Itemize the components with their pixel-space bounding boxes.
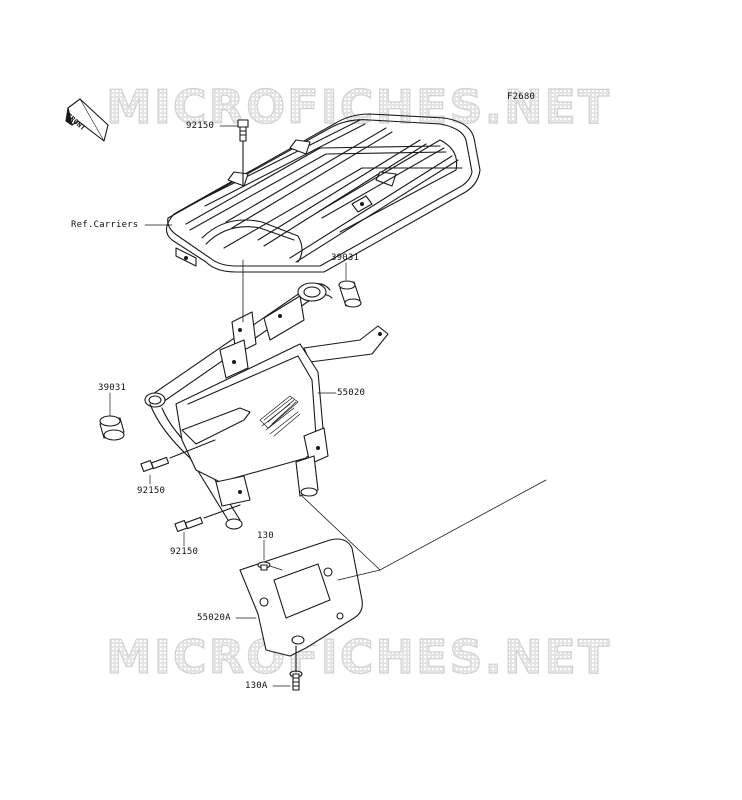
part-label-39031-right[interactable]: 39031 <box>331 253 360 263</box>
vent-grille-icon <box>259 395 301 437</box>
front-arrow-icon <box>65 98 109 142</box>
carrier-rack <box>165 113 481 273</box>
part-label-92150-low[interactable]: 92150 <box>170 547 199 557</box>
part-label-92150-top[interactable]: 92150 <box>186 121 215 131</box>
part-label-ref-carriers[interactable]: Ref.Carriers <box>71 220 139 230</box>
collar-39031-left-icon <box>99 415 125 441</box>
part-label-55020[interactable]: 55020 <box>337 388 366 398</box>
collar-39031-right-icon <box>338 280 362 308</box>
part-label-92150-mid[interactable]: 92150 <box>137 486 166 496</box>
watermark-bottom: MICROFICHES.NET <box>105 629 612 685</box>
part-label-55020a[interactable]: 55020A <box>197 613 231 623</box>
figure-code: F2680 <box>507 92 536 102</box>
bolt-92150-low-icon <box>174 516 204 533</box>
screw-130-icon <box>257 561 271 571</box>
part-label-130a[interactable]: 130A <box>245 681 268 691</box>
leader-lines <box>109 125 347 687</box>
bolt-92150-top-icon <box>237 119 249 142</box>
front-guard-frame <box>144 282 389 530</box>
screw-130a-icon <box>289 670 303 691</box>
part-label-130[interactable]: 130 <box>257 531 274 541</box>
assembly-lines <box>242 259 547 581</box>
bolt-92150-mid-icon <box>140 456 170 473</box>
part-label-39031-left[interactable]: 39031 <box>98 383 127 393</box>
skid-plate-55020a <box>239 538 363 657</box>
watermark-top: MICROFICHES.NET <box>105 79 612 135</box>
